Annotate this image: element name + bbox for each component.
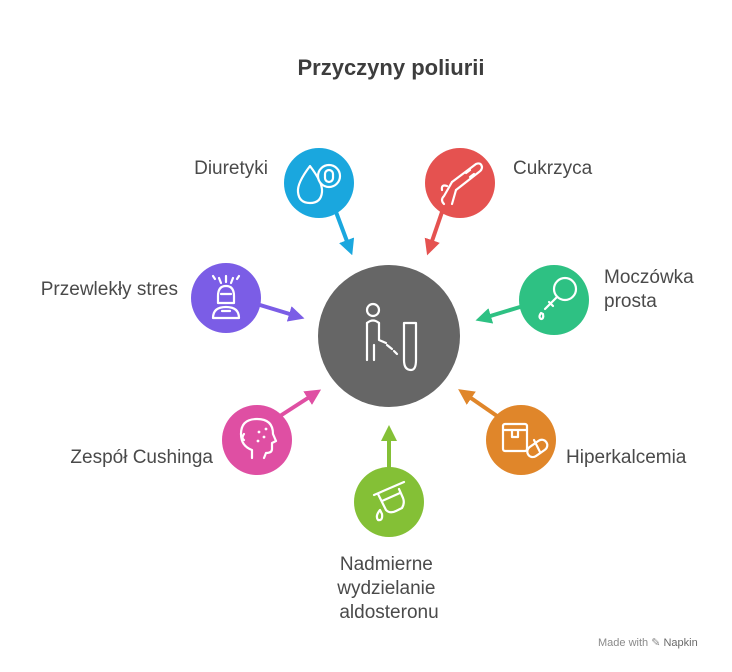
node-circle-stres xyxy=(191,263,261,333)
node-circle-hiperkalcemia xyxy=(486,405,556,475)
node-hiperkalcemia xyxy=(486,405,556,475)
label-moczowka: Moczówka prosta xyxy=(604,267,699,312)
center-node xyxy=(318,265,460,407)
napkin-logo-icon: ✎ xyxy=(651,637,661,649)
arrow-hiperkalcemia xyxy=(458,389,499,418)
label-stres-line-1: Przewlekły stres xyxy=(41,279,178,300)
node-circle-cukrzyca xyxy=(425,148,495,218)
label-cukrzyca: Cukrzyca xyxy=(513,158,593,179)
label-aldosteron: Nadmierne wydzielanie aldosteronu xyxy=(336,554,441,623)
arrow-moczowka xyxy=(475,305,521,324)
page-title: Przyczyny poliurii xyxy=(297,55,484,80)
label-cukrzyca-line-1: Cukrzyca xyxy=(513,158,593,179)
label-aldosteron-line-3: aldosteronu xyxy=(339,602,438,623)
dropper-icon xyxy=(538,276,578,321)
stressed-person-icon xyxy=(211,274,241,320)
label-moczowka-line-2: prosta xyxy=(604,291,657,312)
arrow-cukrzyca xyxy=(424,211,444,256)
label-aldosteron-line-1: Nadmierne xyxy=(340,554,433,575)
node-stres xyxy=(191,263,261,333)
node-cushing xyxy=(222,405,292,475)
label-moczowka-line-1: Moczówka xyxy=(604,267,694,288)
water-drop-pill-icon xyxy=(296,163,342,205)
footer-brand: Napkin xyxy=(663,637,698,649)
arrow-diuretyki xyxy=(334,211,355,256)
node-diuretyki xyxy=(284,148,354,218)
node-moczowka xyxy=(519,265,589,335)
label-hiperkalcemia: Hiperkalcemia xyxy=(566,447,687,468)
center-circle xyxy=(318,265,460,407)
node-circle-cushing xyxy=(222,405,292,475)
label-cushing: Zespół Cushinga xyxy=(70,447,213,468)
label-hiperkalcemia-line-1: Hiperkalcemia xyxy=(566,447,687,468)
made-with-footer: Made with ✎ Napkin xyxy=(598,636,698,649)
test-tube-icon xyxy=(372,480,406,522)
node-cukrzyca xyxy=(425,148,495,218)
face-rash-icon xyxy=(239,417,278,460)
node-circle-aldosteron xyxy=(354,467,424,537)
label-diuretyki-line-1: Diuretyki xyxy=(194,158,268,179)
footer-prefix: Made with xyxy=(598,637,649,649)
cause-nodes xyxy=(191,148,589,537)
node-circle-diuretyki xyxy=(284,148,354,218)
label-aldosteron-line-2: wydzielanie xyxy=(336,578,435,599)
label-diuretyki: Diuretyki xyxy=(194,158,268,179)
arrows xyxy=(259,211,521,468)
label-cushing-line-1: Zespół Cushinga xyxy=(70,447,213,468)
arrow-cushing xyxy=(278,389,322,418)
label-stres: Przewlekły stres xyxy=(41,279,178,300)
arrow-stres xyxy=(259,303,305,322)
urinating-person-icon xyxy=(365,302,418,372)
pills-box-icon xyxy=(501,422,549,459)
node-aldosteron xyxy=(354,467,424,537)
glucose-meter-hand-icon xyxy=(440,162,484,206)
cause-labels: Diuretyki Cukrzyca Moczówka prosta Hiper… xyxy=(41,158,699,623)
